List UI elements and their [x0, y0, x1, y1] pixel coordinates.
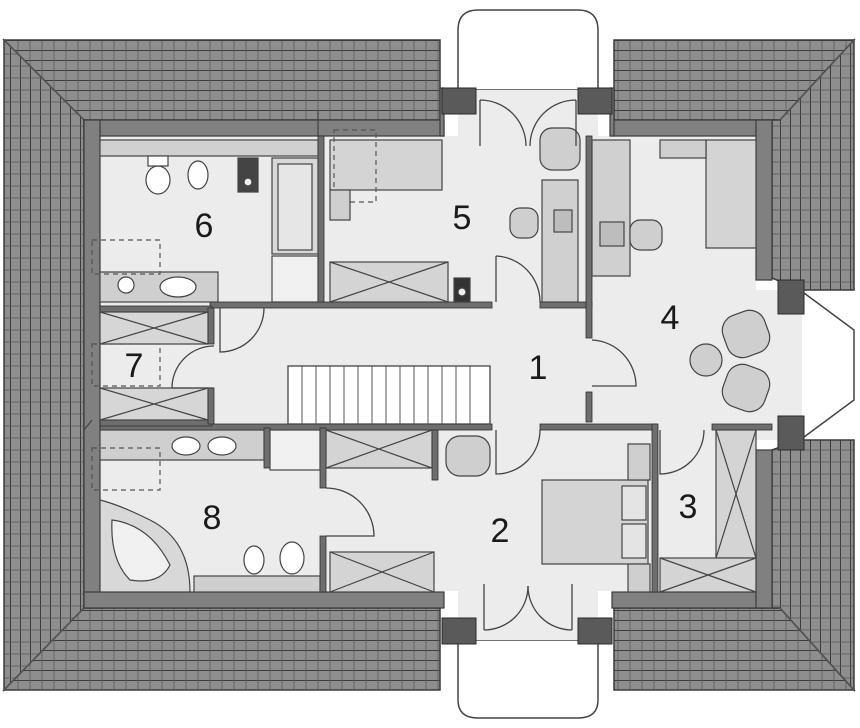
armchair-icon [539, 127, 581, 171]
chair-icon [629, 219, 663, 251]
inner-walls [99, 135, 773, 593]
toilet-icon [279, 541, 305, 575]
room-label-8: 8 [203, 499, 222, 537]
armchair-icon [721, 309, 771, 359]
room-4-furniture [591, 139, 771, 413]
bidet-icon [243, 545, 265, 575]
dormer-top [457, 9, 599, 91]
dormer-bottom [457, 639, 599, 719]
table-icon [689, 343, 723, 377]
closet-3 [659, 429, 757, 593]
armchair-icon [445, 435, 491, 477]
staircase [287, 365, 491, 425]
room-labels: 1 2 3 4 5 6 7 8 [125, 199, 698, 550]
radiator-icon [237, 157, 259, 193]
shower-icon [269, 429, 321, 471]
bay-window [799, 288, 855, 442]
bed-icon [329, 139, 443, 191]
room-label-4: 4 [661, 299, 680, 337]
room-label-3: 3 [679, 488, 698, 526]
pillars [441, 87, 805, 645]
armchair-icon [721, 363, 771, 413]
washbasin-icon [171, 436, 201, 456]
bathroom-8-fixtures [91, 429, 491, 593]
desk-icon [591, 139, 631, 277]
bedroom-2-furniture [541, 443, 651, 593]
bed-icon [705, 139, 757, 249]
bathroom-6-fixtures [91, 139, 319, 303]
desk-icon [541, 179, 579, 303]
bidet-icon [187, 160, 209, 190]
room-label-5: 5 [453, 199, 472, 237]
room-label-7: 7 [125, 347, 144, 385]
room-label-6: 6 [195, 207, 214, 245]
chair-icon [509, 207, 539, 239]
bedroom-5-furniture [329, 127, 581, 303]
roof-left [3, 38, 85, 692]
room-label-2: 2 [491, 512, 510, 550]
room-label-1: 1 [529, 349, 548, 387]
toilet-icon [145, 165, 171, 195]
closet-7 [91, 311, 209, 421]
washbasin-icon [159, 276, 197, 298]
doors [83, 99, 705, 631]
washbasin-icon [207, 436, 237, 456]
shower-icon [271, 255, 319, 303]
